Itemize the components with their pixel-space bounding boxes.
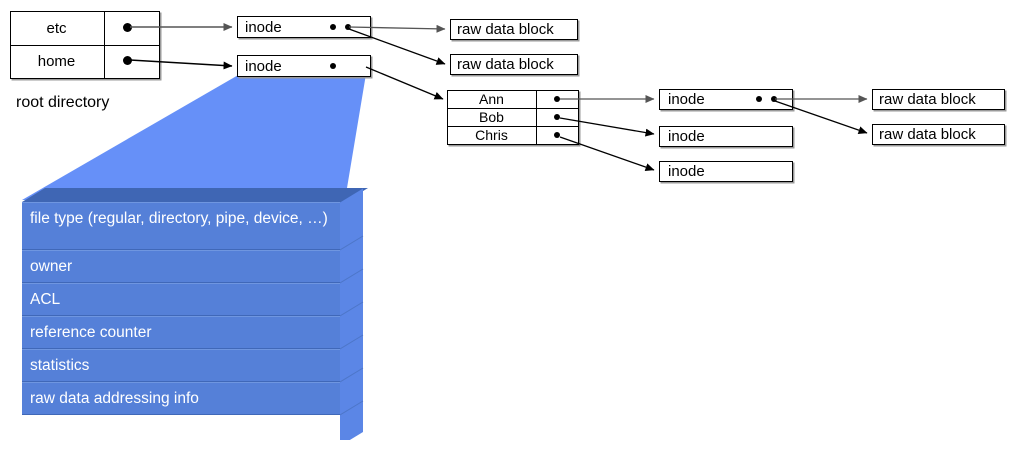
home-entry-bob-name: Bob [479, 109, 504, 125]
home-entry-ann-name: Ann [479, 91, 504, 107]
arrow-inode-home-to-home-directory [365, 66, 444, 100]
inode-detail-field-acl: ACL [22, 283, 340, 316]
raw-block-2-label: raw data block [457, 56, 554, 73]
root-entry-home-pointer-dot [123, 56, 132, 65]
inode-bob-label: inode [668, 128, 705, 145]
inode-detail-field-file-type: file type (regular, directory, pipe, dev… [22, 202, 340, 250]
root-directory-table [10, 11, 160, 79]
home-entry-bob-pointer-dot [554, 114, 560, 120]
inode-detail-field-reference-counter: reference counter [22, 316, 340, 349]
inode-detail-field-acl-label: ACL [30, 291, 61, 308]
inode-detail-field-file-type-label: file type (regular, directory, pipe, dev… [30, 210, 328, 227]
arrow-home-bob-to-inode [559, 117, 655, 137]
inode-detail-stack-top-face [22, 188, 368, 202]
inode-home-pointer-dot-1 [330, 63, 336, 69]
inode-ann-label: inode [668, 91, 705, 108]
inode-bob-box [659, 126, 793, 147]
inode-detail-field-statistics-label: statistics [30, 357, 90, 374]
root-entry-etc-pointer-dot [123, 23, 132, 32]
inode-chris-box [659, 161, 793, 182]
home-directory-row-divider-1 [448, 108, 578, 109]
home-entry-ann-pointer-dot [554, 96, 560, 102]
inode-detail-field-raw-data-addressing-label: raw data addressing info [30, 390, 199, 407]
inode-detail-field-statistics: statistics [22, 349, 340, 382]
inode-detail-stack-side-face [340, 188, 364, 440]
arrow-home-chris-to-inode [559, 136, 655, 171]
inode-detail-field-owner: owner [22, 250, 340, 283]
arrow-root-home-to-inode [129, 59, 233, 70]
raw-block-2-box [450, 54, 578, 75]
inode-etc-pointer-dot-1 [330, 24, 336, 30]
inode-etc-label: inode [245, 19, 282, 36]
home-entry-chris-name: Chris [475, 127, 508, 143]
inode-etc-pointer-dot-2 [345, 24, 351, 30]
inode-detail-field-owner-label: owner [30, 258, 73, 275]
raw-block-4-box [872, 124, 1005, 145]
inode-home-label: inode [245, 58, 282, 75]
raw-block-3-box [872, 89, 1005, 110]
inode-chris-label: inode [668, 163, 705, 180]
raw-block-1-label: raw data block [457, 21, 554, 38]
root-entry-etc-name: etc [46, 20, 67, 37]
home-entry-chris-pointer-dot [554, 132, 560, 138]
inode-ann-pointer-dot-1 [756, 96, 762, 102]
raw-block-1-box [450, 19, 578, 40]
root-directory-caption: root directory [16, 94, 110, 111]
inode-detail-wedge [22, 74, 366, 200]
raw-block-3-label: raw data block [879, 91, 976, 108]
inode-detail-field-reference-counter-label: reference counter [30, 324, 152, 341]
raw-block-4-label: raw data block [879, 126, 976, 143]
inode-detail-field-raw-data-addressing: raw data addressing info [22, 382, 340, 415]
inode-home-box [237, 55, 371, 77]
home-directory-column-divider [536, 90, 537, 144]
root-entry-home-name: home [37, 53, 76, 70]
arrow-inode-ann-to-raw-block-4 [774, 100, 868, 134]
arrow-inode-etc-to-raw-block-1 [348, 24, 446, 33]
inode-ann-pointer-dot-2 [771, 96, 777, 102]
arrow-inode-etc-to-raw-block-2 [348, 28, 446, 65]
home-directory-row-divider-2 [448, 126, 578, 127]
root-directory-row-divider [11, 45, 159, 46]
